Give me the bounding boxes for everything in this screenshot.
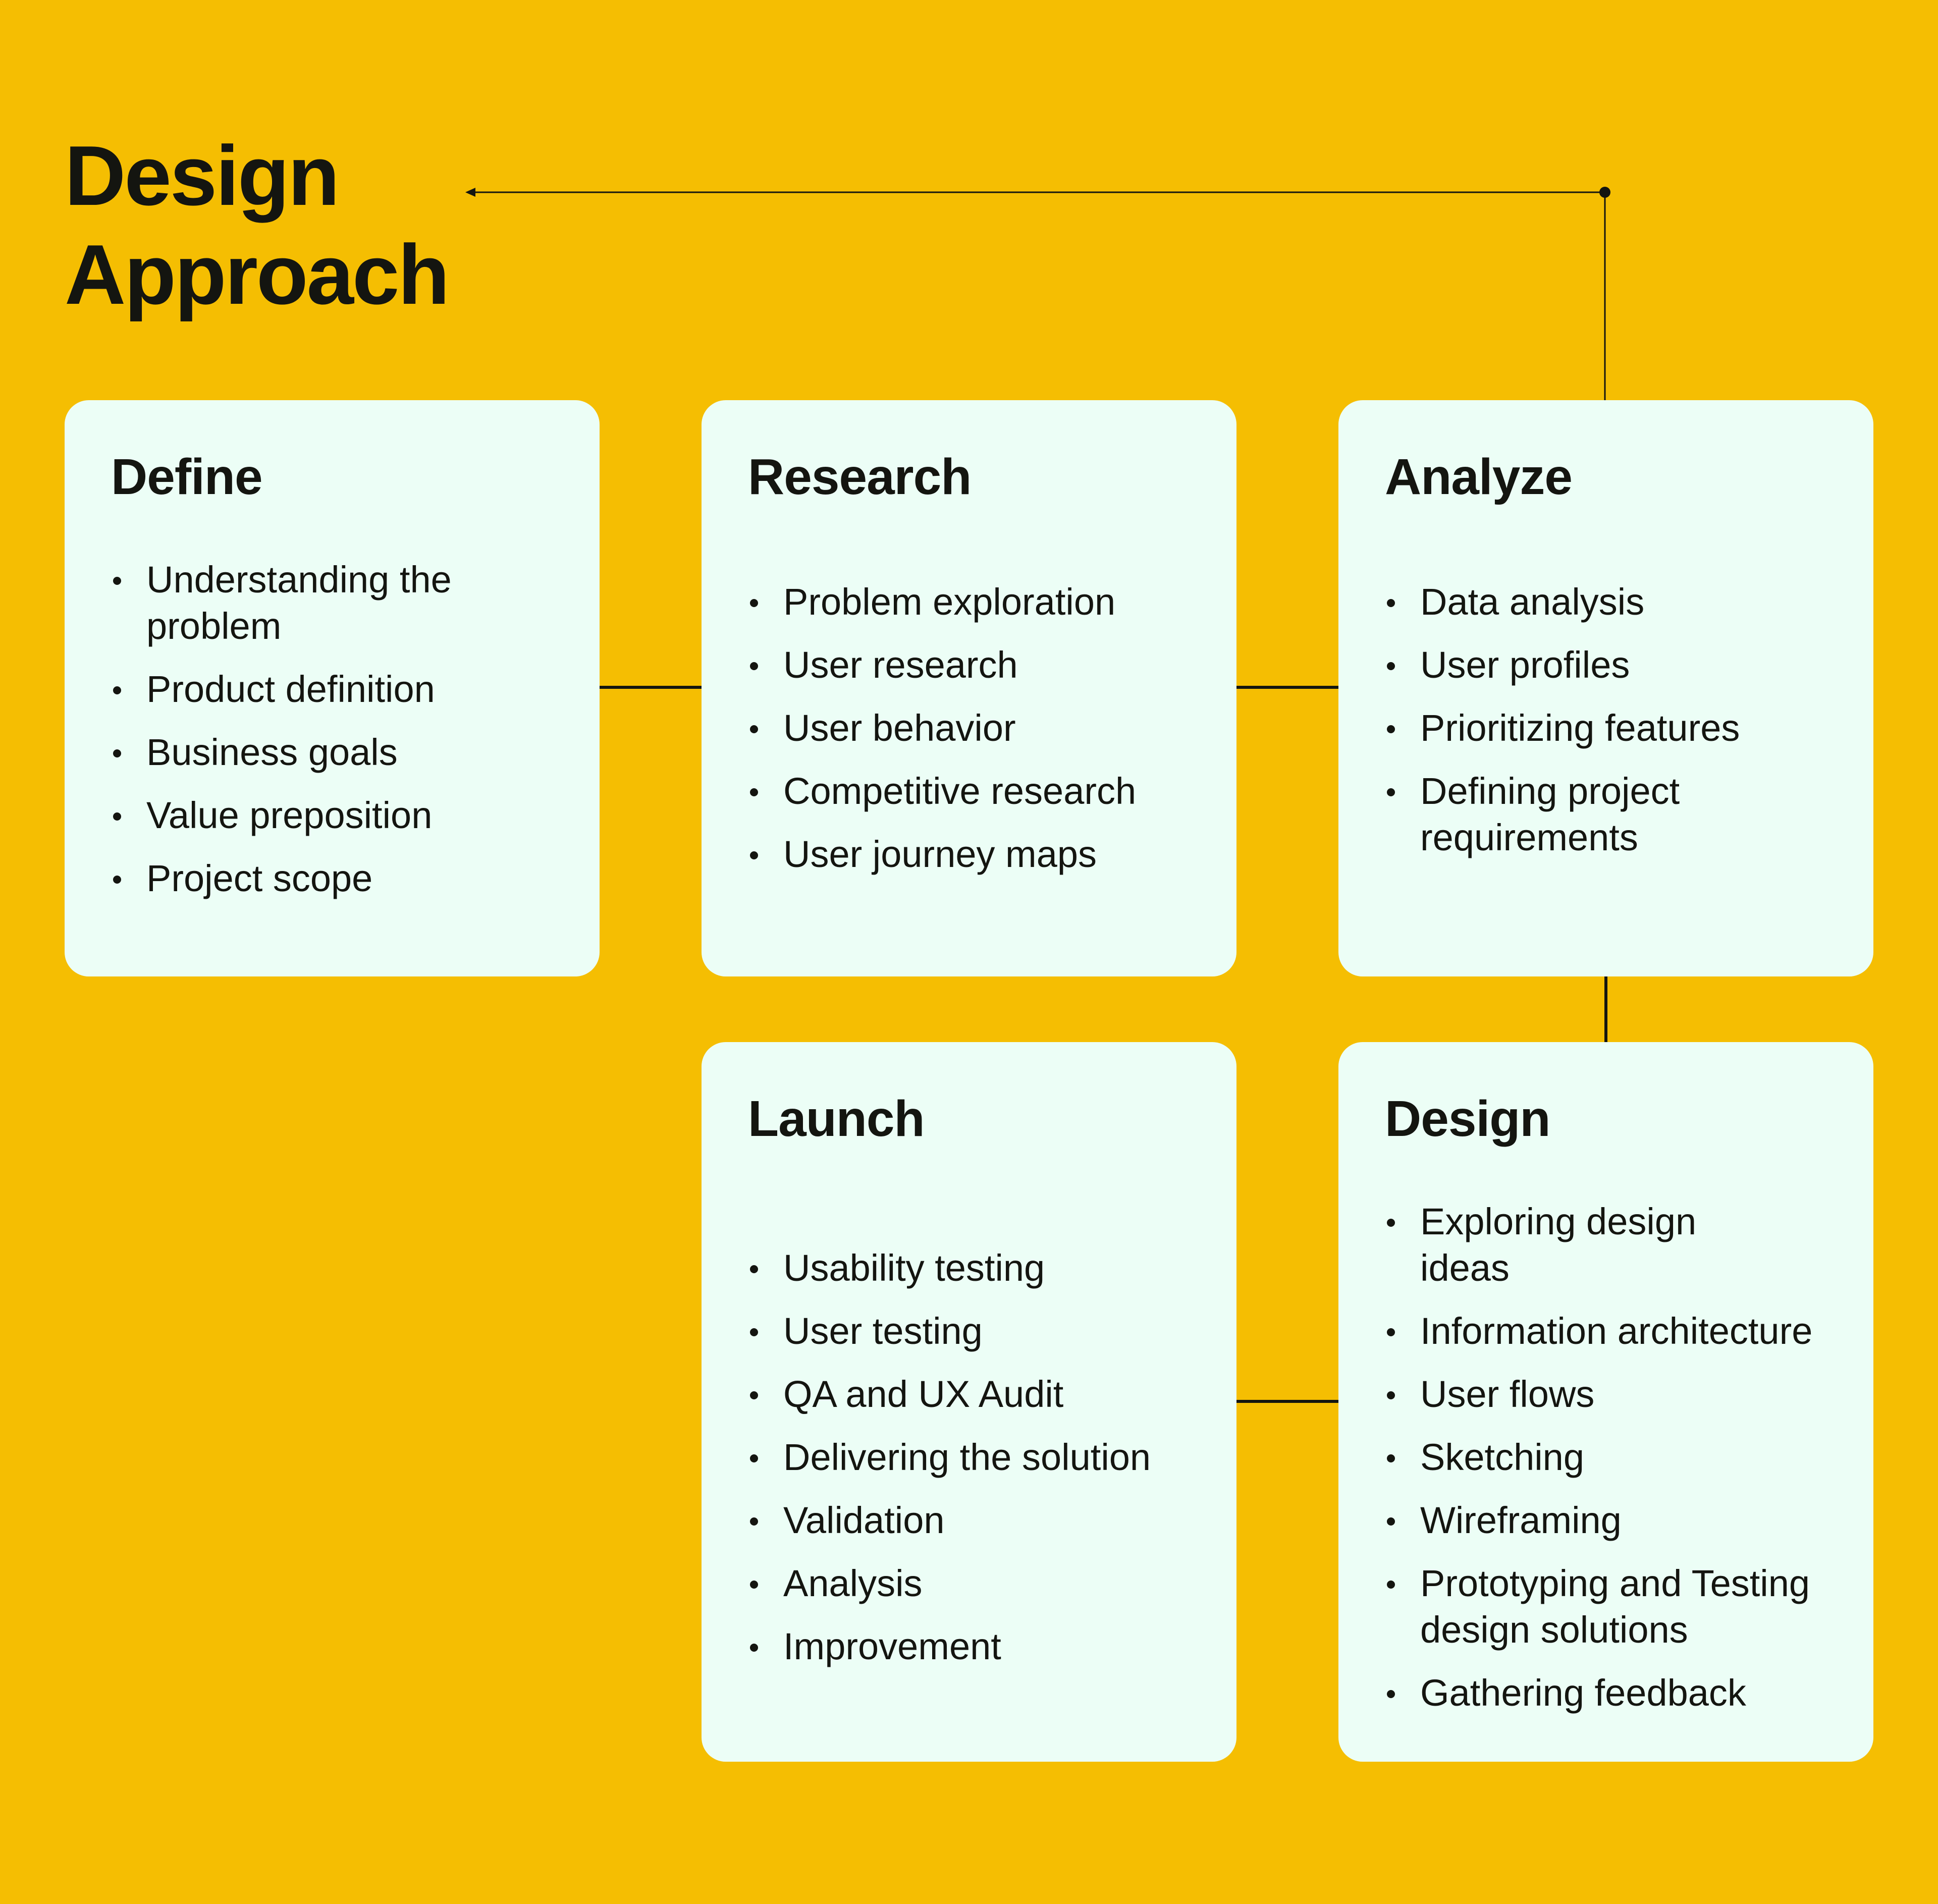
card-design: Design Exploring design ideas Informatio… (1338, 1042, 1873, 1762)
list-item: Sketching (1385, 1434, 1853, 1481)
list-item: Understanding the problem (111, 557, 469, 649)
list-item: Exploring design ideas (1385, 1199, 1753, 1291)
list-item: Wireframing (1385, 1497, 1853, 1544)
list-item: Validation (748, 1497, 1216, 1544)
list-item: Business goals (111, 729, 579, 776)
list-item: Competitive research (748, 768, 1216, 814)
page-title-line-2: Approach (65, 227, 450, 322)
list-item: User testing (748, 1308, 1216, 1354)
list-item: Data analysis (1385, 579, 1853, 625)
list-item: Analysis (748, 1560, 1216, 1607)
card-define: Define Understanding the problem Product… (65, 400, 600, 976)
card-research: Research Problem exploration User resear… (702, 400, 1236, 976)
list-item: Defining project requirements (1385, 768, 1763, 861)
list-item: Problem exploration (748, 579, 1216, 625)
list-item: Product definition (111, 666, 579, 713)
list-item: Gathering feedback (1385, 1670, 1853, 1716)
list-item: Project scope (111, 855, 579, 902)
card-analyze-title: Analyze (1385, 449, 1573, 505)
card-analyze-list: Data analysis User profiles Prioritizing… (1385, 579, 1853, 878)
list-item: Usability testing (748, 1245, 1216, 1291)
card-define-list: Understanding the problem Product defini… (111, 557, 579, 918)
card-research-list: Problem exploration User research User b… (748, 579, 1216, 894)
list-item: QA and UX Audit (748, 1371, 1216, 1418)
card-launch-list: Usability testing User testing QA and UX… (748, 1245, 1216, 1687)
card-research-title: Research (748, 449, 972, 505)
card-launch: Launch Usability testing User testing QA… (702, 1042, 1236, 1762)
list-item: User research (748, 642, 1216, 688)
list-item: Information architecture (1385, 1308, 1853, 1354)
list-item: Value preposition (111, 792, 579, 839)
list-item: User profiles (1385, 642, 1853, 688)
card-define-title: Define (111, 449, 263, 505)
list-item: User behavior (748, 705, 1216, 751)
card-launch-title: Launch (748, 1091, 925, 1147)
page-title-line-1: Design (65, 128, 340, 223)
page-title: Design Approach (65, 126, 450, 324)
list-item: Delivering the solution (748, 1434, 1216, 1481)
card-design-list: Exploring design ideas Information archi… (1385, 1199, 1853, 1733)
list-item: User flows (1385, 1371, 1853, 1418)
list-item: Prototyping and Testing design solutions (1385, 1560, 1854, 1653)
loop-arrowhead (465, 188, 475, 197)
loop-start-dot (1599, 187, 1610, 198)
list-item: Improvement (748, 1623, 1216, 1670)
card-analyze: Analyze Data analysis User profiles Prio… (1338, 400, 1873, 976)
list-item: Prioritizing features (1385, 705, 1853, 751)
card-design-title: Design (1385, 1091, 1550, 1147)
list-item: User journey maps (748, 831, 1216, 878)
connector-loop-back (469, 191, 1606, 400)
